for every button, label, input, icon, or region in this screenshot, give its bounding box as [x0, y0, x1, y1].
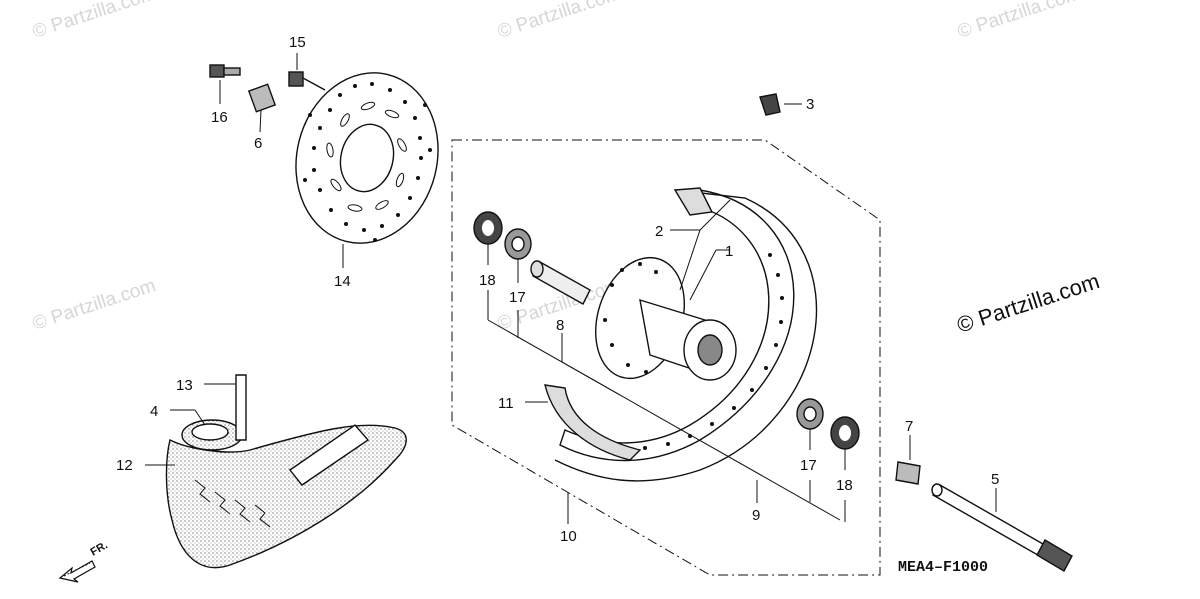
leader-lines — [145, 53, 997, 524]
valve-cap-3 — [759, 93, 781, 116]
diagram-code: MEA4–F1000 — [898, 559, 988, 576]
spacer-8 — [530, 260, 591, 305]
callout-13: 13 — [176, 377, 193, 394]
wheel-rim — [554, 189, 818, 482]
callout-1: 1 — [725, 243, 733, 260]
bolt-15 — [288, 71, 326, 91]
front-axle — [931, 483, 1073, 572]
callout-8: 8 — [556, 317, 564, 334]
wheel-hub — [594, 256, 737, 381]
front-direction-arrow-icon: FR. — [58, 539, 110, 583]
watermark: © Partzilla.com — [30, 275, 158, 335]
callout-9: 9 — [752, 507, 760, 524]
callout-17-left: 17 — [509, 289, 526, 306]
callout-4: 4 — [150, 403, 158, 420]
seal-18-right — [830, 416, 860, 450]
callout-18-left: 18 — [479, 272, 496, 289]
callout-5: 5 — [991, 471, 999, 488]
watermark: © Partzilla.com — [495, 0, 623, 43]
watermark: © Partzilla.com — [955, 0, 1083, 43]
callout-12: 12 — [116, 457, 133, 474]
callout-16: 16 — [211, 109, 228, 126]
callout-3: 3 — [806, 96, 814, 113]
tube-band-13 — [235, 374, 247, 441]
assembly-frame — [451, 139, 881, 576]
callout-14: 14 — [334, 273, 351, 290]
watermark: © Partzilla.com — [30, 0, 158, 43]
tire — [165, 419, 407, 569]
collar-7 — [895, 461, 921, 485]
callout-7: 7 — [905, 418, 913, 435]
bearing-17-right — [796, 398, 824, 430]
bolt-16 — [209, 64, 241, 78]
callouts: 1 2 3 4 5 6 7 8 9 10 11 12 13 14 15 16 1… — [116, 34, 999, 545]
brake-disc — [295, 72, 439, 244]
callout-10: 10 — [560, 528, 577, 545]
callout-2: 2 — [655, 223, 663, 240]
callout-6: 6 — [254, 135, 262, 152]
copyright-text: © Partzilla.com — [954, 268, 1103, 338]
callout-15: 15 — [289, 34, 306, 51]
callout-18-right: 18 — [836, 477, 853, 494]
rim-segment-11 — [544, 187, 714, 461]
direction-label: FR. — [89, 539, 110, 558]
collar-6 — [247, 83, 277, 113]
seal-18-left — [473, 211, 503, 245]
callout-11: 11 — [498, 395, 514, 412]
bearing-17-left — [504, 228, 532, 260]
callout-17-right: 17 — [800, 457, 817, 474]
